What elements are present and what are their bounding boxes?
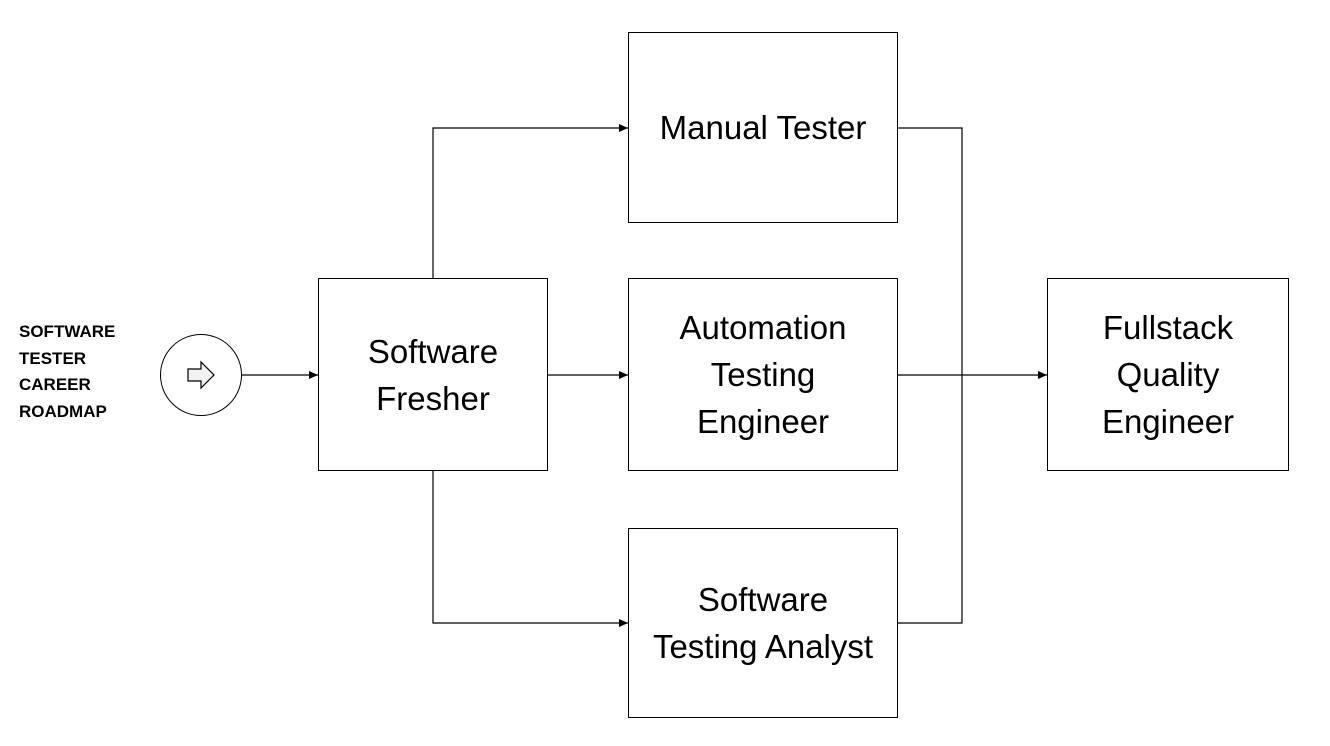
connector-fresher-to-manual — [432, 124, 628, 278]
connector-analyst-to-merge — [898, 375, 963, 624]
node-label-line: Software — [367, 332, 499, 370]
roadmap-title-line: SOFTWARE — [19, 322, 116, 341]
node-software-fresher: Software Fresher — [318, 278, 548, 471]
node-label-line: Automation — [679, 309, 847, 346]
node-label-line: Manual Tester — [659, 109, 867, 146]
node-fullstack-quality-engineer: Fullstack Quality Engineer — [1047, 278, 1289, 471]
start-node — [160, 334, 242, 416]
roadmap-title-line: TESTER — [19, 348, 87, 368]
right-arrow-icon — [187, 360, 215, 390]
node-label-line: Engineer — [1101, 403, 1235, 440]
roadmap-title: SOFTWARE TESTER CAREER ROADMAP — [19, 319, 159, 425]
node-label-line: Fullstack — [1102, 309, 1234, 346]
connector-manual-to-merge — [898, 127, 963, 375]
node-label-line: Testing Analyst — [652, 628, 874, 665]
roadmap-title-line: CAREER — [19, 375, 91, 394]
node-label-line: Software — [697, 581, 829, 618]
node-software-testing-analyst: Software Testing Analyst — [628, 528, 898, 718]
roadmap-title-line: ROADMAP — [19, 401, 107, 421]
connector-fresher-to-analyst — [432, 471, 628, 627]
node-label-line: Fresher — [376, 379, 490, 417]
node-label-line: Engineer — [696, 403, 830, 440]
node-label-line: Quality — [1116, 356, 1220, 393]
node-automation-testing-engineer: Automation Testing Engineer — [628, 278, 898, 471]
node-label-line: Testing — [710, 356, 816, 393]
node-manual-tester: Manual Tester — [628, 32, 898, 223]
